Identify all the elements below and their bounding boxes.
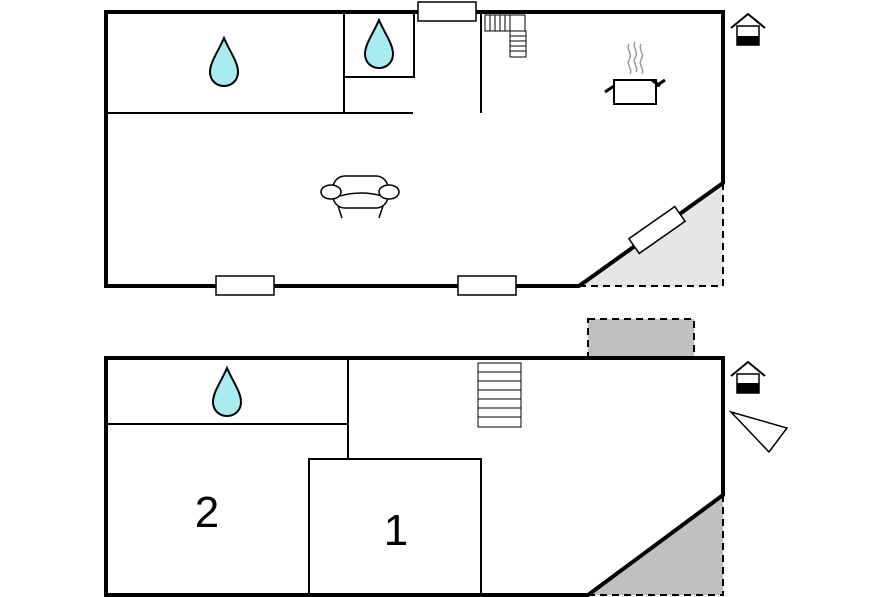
- water-drop-icon: [363, 17, 395, 70]
- room-number-1: 1: [384, 506, 408, 555]
- north-arrow-icon: [728, 410, 789, 454]
- stairs-icon: [484, 14, 527, 58]
- steaming-pot-icon: [604, 41, 666, 105]
- window-diagonal: [627, 205, 687, 255]
- upper-floor: [104, 1, 766, 296]
- terrace-middle: [587, 318, 695, 360]
- stairs-icon: [477, 362, 522, 428]
- armchair-icon: [320, 175, 400, 219]
- window-bottom-left: [215, 275, 275, 296]
- water-drop-icon: [208, 35, 240, 88]
- window-bottom-right: [457, 275, 517, 296]
- terrace-lower-dashed-edge: [588, 495, 724, 596]
- room-1-walls: [308, 458, 482, 596]
- lower-outer-wall: [104, 356, 725, 597]
- house-floor-icon: [730, 360, 766, 394]
- terrace-upper-dashed-edge: [582, 183, 724, 287]
- house-floor-icon: [730, 12, 766, 46]
- room-number-2: 2: [195, 488, 219, 537]
- window-top: [417, 1, 477, 22]
- upper-small-bath: [343, 11, 415, 78]
- lower-floor: 2 1: [104, 356, 789, 597]
- water-drop-icon: [211, 365, 243, 418]
